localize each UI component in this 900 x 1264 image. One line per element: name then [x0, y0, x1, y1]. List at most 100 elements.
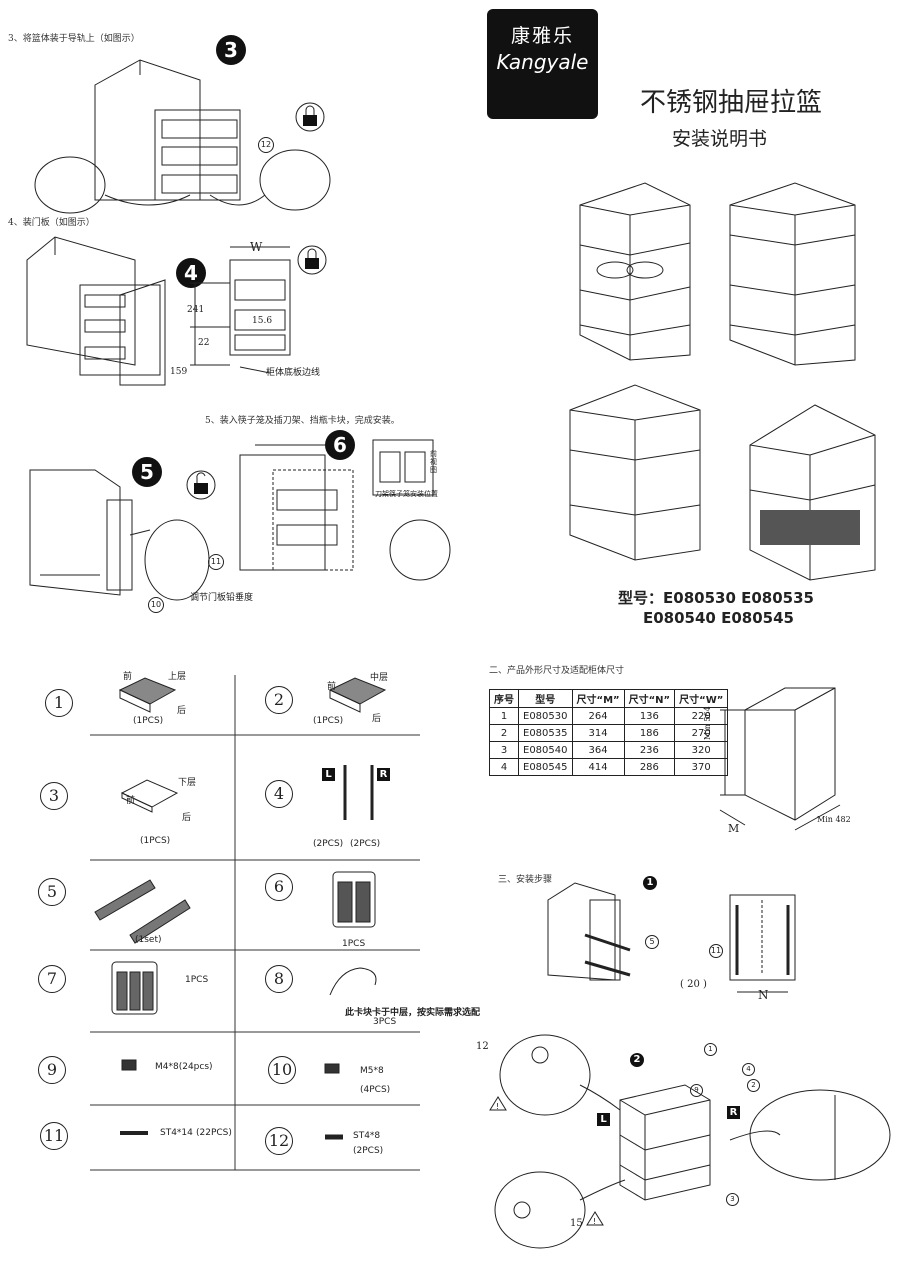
cabinet-m: M	[728, 822, 740, 835]
doc-title: 不锈钢抽屉拉篮	[640, 88, 823, 118]
part4-qty-r: (2PCS)	[350, 839, 381, 849]
install-right-badge: R	[727, 1106, 740, 1119]
part3-front: 前	[126, 796, 136, 806]
install-part-9: 9	[690, 1084, 703, 1097]
step5-caption: 5、装入筷子笼及插刀架、挡瓶卡块，完成安装。	[205, 416, 400, 426]
part4-right-badge: R	[377, 768, 390, 781]
install-step2-badge: 2	[630, 1053, 644, 1067]
warning-icon: !	[489, 1096, 507, 1111]
table-row: 4 E080545 414 286 370	[489, 758, 729, 776]
part1-back: 后	[177, 706, 187, 716]
edge-note: 柜体底板边线	[266, 368, 321, 378]
svg-text:!: !	[593, 1217, 596, 1226]
dim-12: 12	[476, 1041, 489, 1052]
part12-qty: (2PCS)	[353, 1146, 384, 1156]
model-row2: E080540 E080545	[643, 609, 794, 627]
install-part-4: 4	[742, 1063, 755, 1076]
part1-top: 上层	[168, 672, 187, 682]
brand-logo: 康雅乐 Kangyale	[487, 9, 598, 119]
step5-part-11: 11	[208, 554, 224, 570]
part-num-7: 7	[38, 965, 66, 993]
dim-n: N	[758, 988, 769, 1002]
model-row1: E080530 E080535	[663, 589, 814, 607]
brand-name-en: Kangyale	[496, 50, 589, 74]
cabinet-dimension-drawing	[719, 687, 841, 831]
step3-part-label: 12	[258, 137, 274, 153]
part6-qty: 1PCS	[342, 939, 366, 949]
part2-back: 后	[372, 714, 382, 724]
part-num-1: 1	[45, 689, 73, 717]
cell: 286	[623, 758, 676, 776]
install-part-11: 11	[709, 944, 723, 958]
table-row: 3 E080540 364 236 320	[489, 741, 729, 759]
dim-w: W	[250, 240, 263, 254]
part-num-5: 5	[38, 878, 66, 906]
part1-qty: (1PCS)	[133, 716, 164, 726]
cell: 370	[674, 758, 729, 776]
install-step2-illustration	[494, 1034, 891, 1249]
part1-front: 前	[123, 672, 133, 682]
part9-spec: M4*8(24pcs)	[155, 1062, 213, 1072]
svg-text:!: !	[496, 1102, 499, 1111]
cell: 4	[489, 758, 519, 776]
part2-front: 前	[327, 682, 337, 692]
install-left-badge: L	[597, 1113, 610, 1126]
dim-20: ( 20 )	[680, 979, 707, 990]
install-step1-illustration	[547, 882, 796, 993]
dim-15: 15	[570, 1218, 583, 1229]
dim-22: 22	[198, 338, 210, 348]
part10-qty: (4PCS)	[360, 1085, 391, 1095]
step6-badge: 6	[325, 430, 355, 460]
step5-badge: 5	[132, 457, 162, 487]
step3-illustration	[34, 59, 331, 214]
part-num-12: 12	[265, 1127, 293, 1155]
step6-note1: 前视图	[430, 450, 437, 474]
part-num-4: 4	[265, 780, 293, 808]
install-part-2: 2	[747, 1079, 760, 1092]
part8-qty: 3PCS	[373, 1017, 397, 1027]
size-table: 序号 型号 尺寸“M” 尺寸“N” 尺寸“W” 1 E080530 264 13…	[489, 689, 729, 776]
part3-back: 后	[182, 813, 192, 823]
part-num-9: 9	[38, 1056, 66, 1084]
part3-qty: (1PCS)	[140, 836, 171, 846]
product-renderings	[569, 182, 876, 581]
part12-spec: ST4*8	[353, 1131, 381, 1141]
part5-qty: (1set)	[135, 935, 162, 945]
step3-caption: 3、将篮体装于导轨上（如图示）	[8, 34, 140, 44]
part-num-2: 2	[265, 686, 293, 714]
install-heading: 三、安装步骤	[498, 875, 553, 885]
dim-15-6: 15.6	[252, 316, 273, 326]
cell: 414	[571, 758, 625, 776]
part-num-8: 8	[265, 965, 293, 993]
part3-top: 下层	[178, 778, 197, 788]
step3-badge: 3	[216, 35, 246, 65]
part11-qty: (22PCS)	[196, 1128, 232, 1138]
part10-spec: M5*8	[360, 1066, 384, 1076]
part-num-3: 3	[40, 782, 68, 810]
install-part-3: 3	[726, 1193, 739, 1206]
install-part-5: 5	[645, 935, 659, 949]
part2-qty: (1PCS)	[313, 716, 344, 726]
install-part-1: 1	[704, 1043, 717, 1056]
cabinet-min-d: Min 482	[817, 815, 851, 824]
dim-159: 159	[170, 367, 188, 377]
part4-qty-l: (2PCS)	[313, 839, 344, 849]
step4-illustration	[26, 236, 327, 386]
model-label: 型号：	[618, 589, 664, 607]
size-heading: 二、产品外形尺寸及适配柜体尺寸	[489, 666, 625, 676]
doc-subtitle: 安装说明书	[672, 128, 768, 150]
brand-name-cn: 康雅乐	[510, 25, 574, 47]
part-num-11: 11	[40, 1122, 68, 1150]
part-num-10: 10	[268, 1056, 296, 1084]
part4-left-badge: L	[322, 768, 335, 781]
table-row: 2 E080535 314 186 270	[489, 724, 729, 742]
part11-spec: ST4*14	[160, 1128, 193, 1138]
dim-241: 241	[187, 305, 205, 315]
part8-note: 此卡块卡于中层，按实际需求选配	[345, 1008, 481, 1018]
part-num-6: 6	[265, 873, 293, 901]
step6-note2: 刀架筷子笼安装位置	[375, 490, 438, 498]
step5-6-illustration	[29, 439, 451, 601]
